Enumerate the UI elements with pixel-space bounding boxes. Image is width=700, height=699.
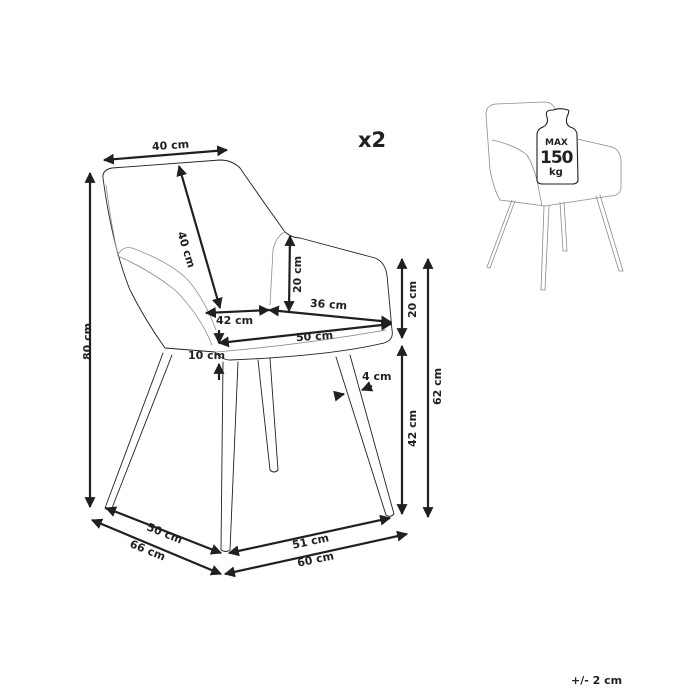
dimension-lines [84,145,434,578]
dim-seat-width-front: 42 cm [216,314,254,327]
dim-backrest-width: 40 cm [151,137,190,154]
tolerance-note: +/- 2 cm [571,674,623,687]
dim-arm-to-seat-height: 20 cm [406,280,419,318]
dim-arm-height-total: 62 cm [431,367,444,405]
weight-capacity-illustration [485,101,624,291]
dim-seat-thickness: 10 cm [188,349,226,362]
dim-leg-width: 4 cm [362,370,392,383]
dim-seat-depth: 50 cm [295,328,334,345]
quantity-label: x2 [358,128,387,152]
weight-unit-label: kg [549,167,563,178]
chair-main-drawing [102,159,395,552]
dim-armrest-depth: 36 cm [309,296,348,313]
weight-max-label: MAX [545,138,568,148]
weight-value-label: 150 [540,148,573,168]
dim-armrest-height: 20 cm [291,255,304,293]
dim-seat-height: 42 cm [406,409,419,447]
dim-total-height: 80 cm [81,322,94,360]
weight-icon [536,108,579,185]
